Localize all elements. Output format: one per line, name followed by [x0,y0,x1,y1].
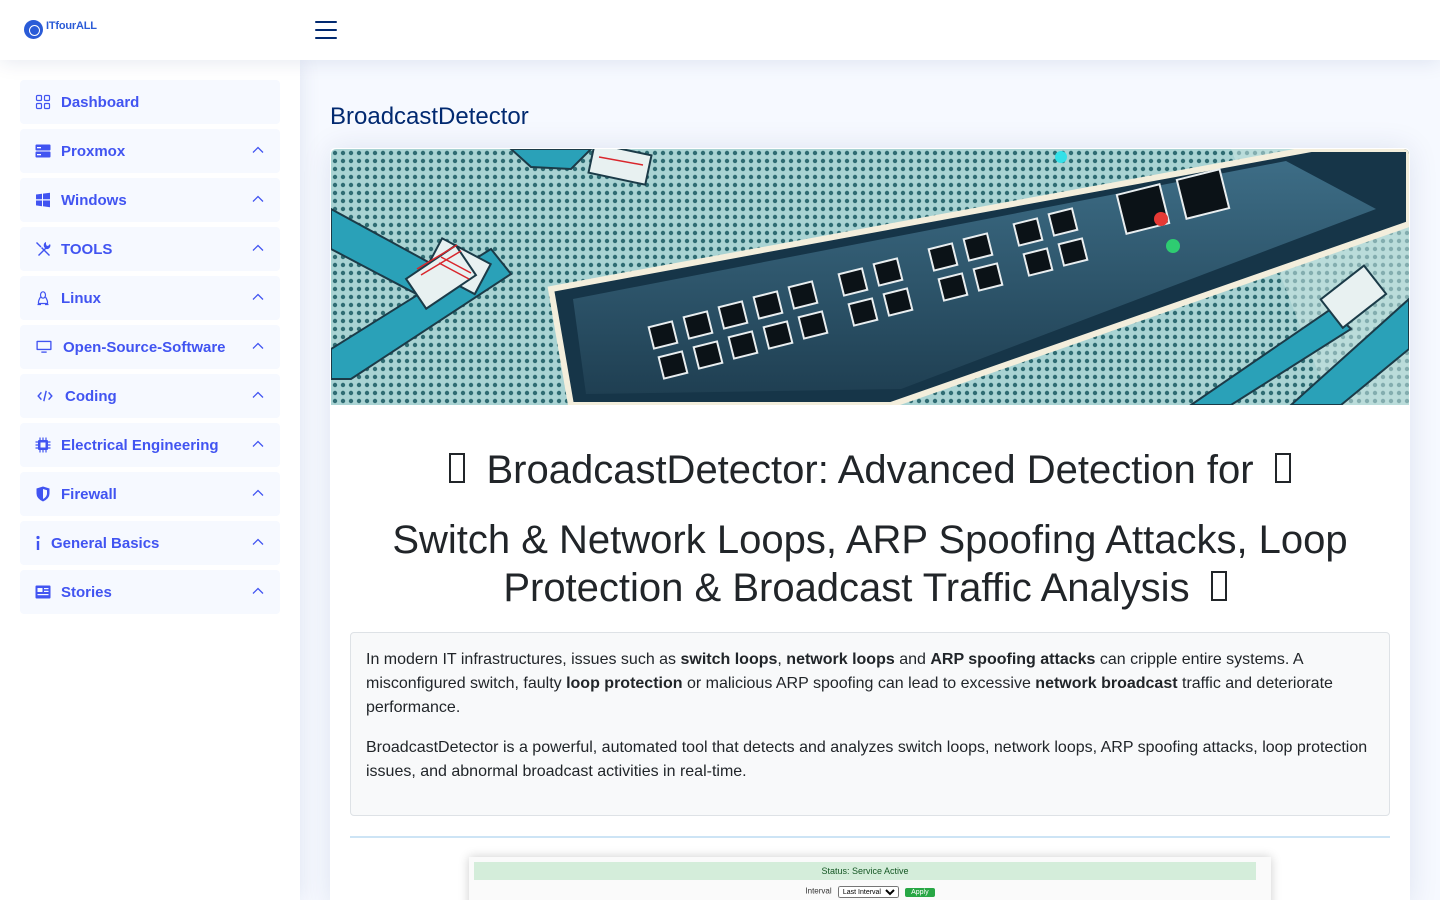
tools-icon [35,241,51,257]
sidebar-item-label: Coding [65,387,117,405]
sidebar-item-label: Electrical Engineering [61,436,219,454]
status-badge: Status: Service Active [474,862,1256,880]
sidebar: Dashboard Proxmox Windows TOOLS Linux Op [0,60,300,900]
sidebar-item-label: Dashboard [61,93,140,111]
linux-icon [35,290,51,306]
chevron-up-icon [252,587,264,594]
article-subheading: Switch & Network Loops, ARP Spoofing Att… [392,518,1348,610]
chevron-up-icon [252,440,264,447]
sidebar-item-tools[interactable]: TOOLS [20,227,280,271]
grid-icon [35,94,51,110]
sidebar-item-label: Windows [61,191,127,209]
cpu-icon [35,437,51,453]
info-icon [35,535,41,551]
hero-image [331,149,1409,405]
sidebar-item-coding[interactable]: Coding [20,374,280,418]
intro-paragraph-1: In modern IT infrastructures, issues suc… [366,651,1333,716]
emoji-placeholder-icon [1210,571,1227,602]
sidebar-item-proxmox[interactable]: Proxmox [20,129,280,173]
interval-select: Last Interval [837,886,899,898]
logo-text: ITfourALL [46,19,97,32]
chevron-up-icon [252,342,264,349]
chevron-up-icon [252,146,264,153]
sidebar-item-label: TOOLS [61,240,113,258]
sidebar-item-electrical-engineering[interactable]: Electrical Engineering [20,423,280,467]
chevron-up-icon [252,244,264,251]
windows-icon [35,192,51,208]
sidebar-item-label: Open-Source-Software [63,338,226,356]
sidebar-item-windows[interactable]: Windows [20,178,280,222]
intro-paragraph-2: BroadcastDetector is a powerful, automat… [366,739,1368,780]
sidebar-item-firewall[interactable]: Firewall [20,472,280,516]
sidebar-item-label: Stories [61,583,112,601]
emoji-placeholder-icon [1274,453,1291,484]
interval-row: Interval Last Interval Apply [469,886,1271,898]
apply-button: Apply [905,887,935,897]
chevron-up-icon [252,538,264,545]
logo-icon [24,20,43,39]
site-logo[interactable]: ITfourALL [24,20,97,39]
article-heading: BroadcastDetector: Advanced Detection fo… [330,448,1410,493]
sidebar-item-label: Linux [61,289,101,307]
page-title: BroadcastDetector [330,103,529,130]
emoji-placeholder-icon [449,453,466,484]
intro-box: In modern IT infrastructures, issues suc… [350,632,1390,816]
chevron-up-icon [252,489,264,496]
app-screenshot: Status: Service Active Interval Last Int… [469,857,1271,900]
code-icon [35,388,55,404]
divider [350,836,1390,838]
sidebar-item-linux[interactable]: Linux [20,276,280,320]
sidebar-item-dashboard[interactable]: Dashboard [20,80,280,124]
hamburger-menu-icon[interactable] [315,20,337,40]
sidebar-item-open-source-software[interactable]: Open-Source-Software [20,325,280,369]
article-card: BroadcastDetector: Advanced Detection fo… [330,148,1410,900]
sidebar-item-stories[interactable]: Stories [20,570,280,614]
top-header: ITfourALL [0,0,1440,60]
chevron-up-icon [252,195,264,202]
shield-icon [35,486,51,502]
main-content: BroadcastDetector [300,60,1440,900]
newspaper-icon [35,584,51,600]
sidebar-item-label: Firewall [61,485,117,503]
sidebar-item-label: Proxmox [61,142,126,160]
chevron-up-icon [252,293,264,300]
display-icon [35,339,53,355]
sidebar-item-general-basics[interactable]: General Basics [20,521,280,565]
sidebar-item-label: General Basics [51,534,160,552]
chevron-up-icon [252,391,264,398]
server-icon [35,143,51,159]
